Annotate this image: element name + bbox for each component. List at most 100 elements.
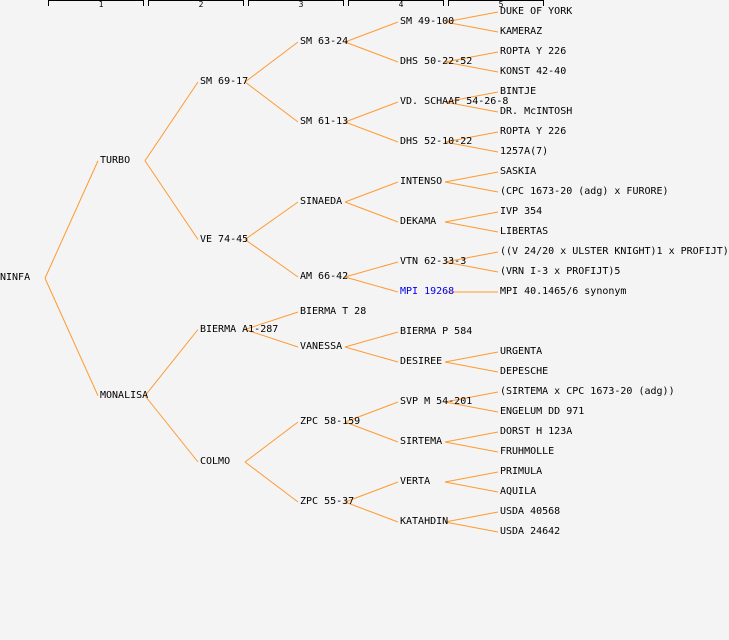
- pedigree-node[interactable]: FRUHMOLLE: [500, 446, 555, 457]
- pedigree-node[interactable]: BINTJE: [500, 86, 537, 97]
- pedigree-node[interactable]: KATAHDIN: [400, 516, 449, 527]
- pedigree-node[interactable]: SVP M 54-201: [400, 396, 473, 407]
- pedigree-node[interactable]: DHS 50-22-52: [400, 56, 473, 67]
- pedigree-node[interactable]: LIBERTAS: [500, 226, 549, 237]
- pedigree-link-line: [444, 221, 499, 233]
- pedigree-node[interactable]: VTN 62-33-3: [400, 256, 467, 267]
- pedigree-node[interactable]: (VRN I-3 x PROFIJT)5: [500, 266, 621, 277]
- pedigree-node[interactable]: TURBO: [100, 154, 131, 166]
- pedigree-link-line: [444, 511, 499, 523]
- pedigree-link-line: [344, 261, 399, 278]
- pedigree-link-line: [444, 251, 499, 263]
- pedigree-node[interactable]: USDA 24642: [500, 526, 561, 537]
- pedigree-node[interactable]: INTENSO: [400, 176, 443, 187]
- pedigree-node[interactable]: VD. SCHAAF 54-26-8: [400, 96, 509, 107]
- pedigree-link-line: [244, 81, 299, 123]
- pedigree-link-line: [444, 401, 499, 413]
- pedigree-link-line: [344, 501, 399, 523]
- pedigree-link-line: [344, 481, 399, 503]
- pedigree-node[interactable]: DEPESCHE: [500, 366, 549, 377]
- pedigree-link-line: [244, 311, 299, 330]
- generation-label-2: 2: [198, 0, 204, 9]
- generation-bracket-1: [48, 0, 144, 6]
- pedigree-link-line: [44, 278, 99, 396]
- pedigree-link-line: [144, 329, 199, 397]
- generation-label-1: 1: [98, 0, 104, 9]
- pedigree-node[interactable]: 1257A(7): [500, 146, 549, 157]
- pedigree-node[interactable]: SM 61-13: [300, 116, 349, 127]
- pedigree-link-line: [444, 351, 499, 363]
- pedigree-link-line: [344, 401, 399, 423]
- pedigree-node[interactable]: VERTA: [400, 476, 431, 487]
- pedigree-node-link[interactable]: MPI 19268: [400, 286, 455, 297]
- pedigree-link-line: [444, 171, 499, 183]
- pedigree-node[interactable]: SIRTEMA: [400, 436, 443, 447]
- pedigree-link-line: [244, 239, 299, 278]
- pedigree-node[interactable]: VANESSA: [300, 341, 343, 352]
- pedigree-node[interactable]: BIERMA A1-287: [200, 323, 279, 335]
- pedigree-link-line: [44, 160, 99, 279]
- pedigree-node[interactable]: USDA 40568: [500, 506, 561, 517]
- pedigree-link-line: [444, 11, 499, 23]
- pedigree-node[interactable]: ZPC 58-159: [300, 416, 361, 427]
- pedigree-node[interactable]: AQUILA: [500, 486, 537, 497]
- pedigree-node[interactable]: AM 66-42: [300, 271, 349, 282]
- pedigree-link-line: [344, 21, 399, 43]
- pedigree-link-line: [444, 131, 499, 143]
- pedigree-node[interactable]: MONALISA: [100, 389, 149, 401]
- pedigree-link-line: [244, 461, 299, 503]
- pedigree-node[interactable]: SM 69-17: [200, 76, 249, 87]
- pedigree-link-line: [244, 41, 299, 83]
- generation-bracket-4: [348, 0, 444, 6]
- pedigree-link-line: [444, 21, 499, 33]
- pedigree-node[interactable]: SASKIA: [500, 166, 537, 177]
- pedigree-node[interactable]: URGENTA: [500, 346, 543, 357]
- pedigree-node[interactable]: (SIRTEMA x CPC 1673-20 (adg)): [500, 386, 675, 397]
- pedigree-node[interactable]: KAMERAZ: [500, 26, 543, 37]
- pedigree-link-line: [344, 421, 399, 443]
- pedigree-node[interactable]: SM 49-100: [400, 16, 455, 27]
- pedigree-node[interactable]: DEKAMA: [400, 216, 437, 227]
- pedigree-node[interactable]: NINFA: [0, 272, 31, 284]
- pedigree-link-line: [144, 81, 199, 162]
- pedigree-node[interactable]: PRIMULA: [500, 466, 543, 477]
- pedigree-link-line: [444, 521, 499, 533]
- pedigree-node[interactable]: SINAEDA: [300, 196, 343, 207]
- pedigree-node[interactable]: ROPTA Y 226: [500, 46, 567, 57]
- pedigree-link-line: [444, 471, 499, 483]
- pedigree-node[interactable]: MPI 40.1465/6 synonym: [500, 286, 627, 297]
- pedigree-node[interactable]: BIERMA P 584: [400, 326, 473, 337]
- generation-bracket-5: [448, 0, 544, 6]
- pedigree-node[interactable]: DESIREE: [400, 356, 443, 367]
- generation-bracket-2: [148, 0, 244, 6]
- pedigree-node[interactable]: ROPTA Y 226: [500, 126, 567, 137]
- pedigree-node[interactable]: COLMO: [200, 456, 231, 467]
- pedigree-link-line: [244, 201, 299, 240]
- pedigree-link-line: [444, 431, 499, 443]
- pedigree-node[interactable]: SM 63-24: [300, 36, 349, 47]
- pedigree-node[interactable]: DORST H 123A: [500, 426, 573, 437]
- pedigree-links: [44, 11, 499, 533]
- pedigree-node[interactable]: ((V 24/20 x ULSTER KNIGHT)1 x PROFIJT): [500, 246, 729, 257]
- pedigree-node[interactable]: (CPC 1673-20 (adg) x FURORE): [500, 186, 669, 197]
- pedigree-node[interactable]: KONST 42-40: [500, 66, 567, 77]
- pedigree-node[interactable]: BIERMA T 28: [300, 306, 367, 317]
- pedigree-node[interactable]: IVP 354: [500, 206, 543, 217]
- pedigree-node[interactable]: DHS 52-10-22: [400, 136, 473, 147]
- generation-label-5: 5: [498, 0, 504, 9]
- pedigree-node[interactable]: DR. McINTOSH: [500, 106, 573, 117]
- generation-bracket-3: [248, 0, 344, 6]
- pedigree-node[interactable]: DUKE OF YORK: [500, 6, 573, 17]
- pedigree-link-line: [444, 441, 499, 453]
- pedigree-link-line: [344, 201, 399, 223]
- pedigree-node[interactable]: ZPC 55-37: [300, 496, 355, 507]
- pedigree-node[interactable]: VE 74-45: [200, 233, 249, 245]
- pedigree-link-line: [344, 331, 399, 348]
- pedigree-link-line: [244, 421, 299, 463]
- pedigree-node[interactable]: ENGELUM DD 971: [500, 406, 585, 417]
- pedigree-link-line: [344, 181, 399, 203]
- pedigree-link-line: [444, 481, 499, 493]
- pedigree-link-line: [444, 91, 499, 103]
- pedigree-link-line: [444, 101, 499, 113]
